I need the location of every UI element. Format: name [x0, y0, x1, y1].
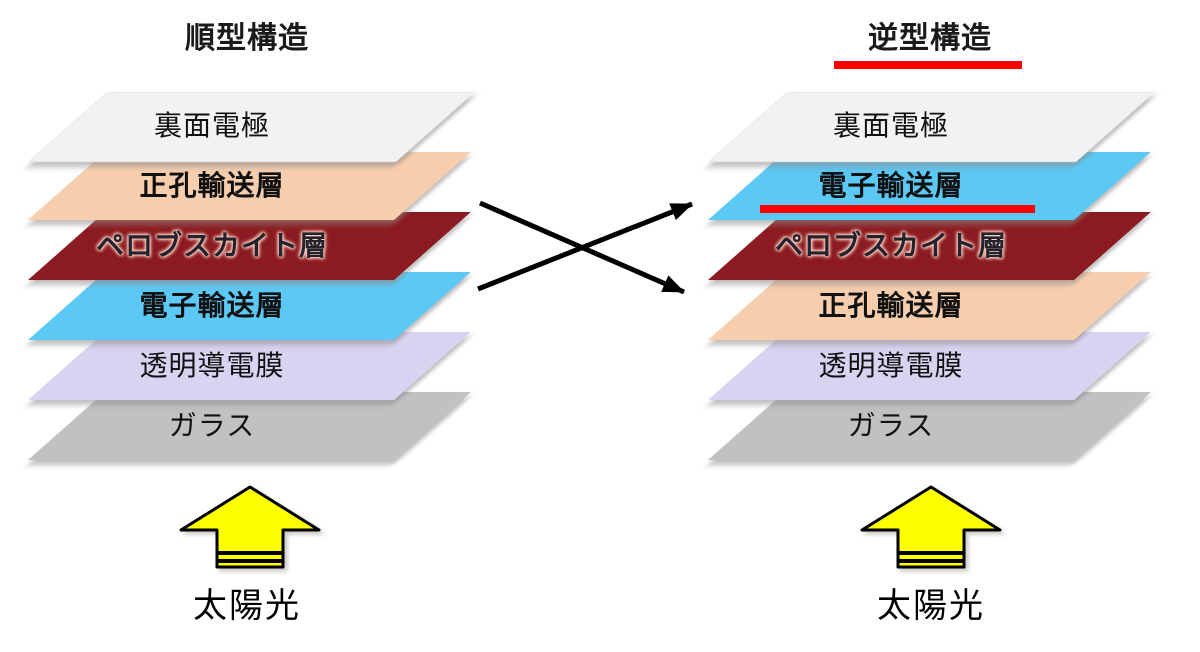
label-glass: ガラス	[847, 410, 935, 441]
label-back-electrode: 裏面電極	[153, 110, 270, 141]
title-normal-structure: 順型構造	[185, 22, 309, 55]
label-perovskite: ペロブスカイト層	[95, 230, 328, 261]
label-transparent-conductive: 透明導電膜	[139, 350, 285, 381]
sunlight-up-arrow-icon	[860, 485, 1002, 569]
label-glass: ガラス	[168, 410, 256, 441]
label-perovskite: ペロブスカイト層	[774, 230, 1007, 261]
sunlight-up-arrow-icon	[179, 485, 321, 569]
sunlight-label: 太陽光	[877, 587, 985, 625]
label-hole-transport: 正孔輸送層	[818, 290, 964, 321]
label-transparent-conductive: 透明導電膜	[818, 350, 964, 381]
title-red-underline	[834, 61, 1022, 69]
label-electron-transport: 電子輸送層	[818, 170, 964, 201]
title-inverted-structure: 逆型構造	[868, 22, 992, 55]
electron-transport-red-underline	[760, 205, 1035, 213]
label-electron-transport: 電子輸送層	[139, 290, 285, 321]
swap-arrow-electron-to-right	[477, 201, 693, 292]
swap-arrow-hole-to-right	[479, 200, 685, 295]
sunlight-label: 太陽光	[193, 587, 301, 625]
label-hole-transport: 正孔輸送層	[139, 170, 285, 201]
label-back-electrode: 裏面電極	[832, 110, 949, 141]
